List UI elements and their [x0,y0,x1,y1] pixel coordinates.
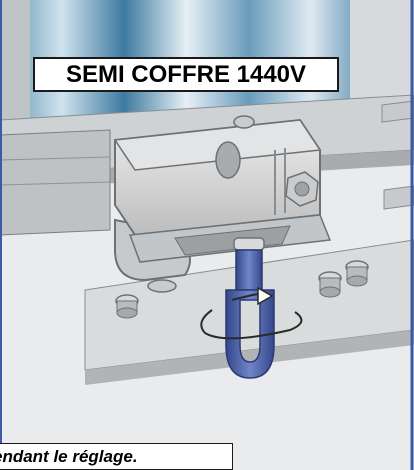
title-box: SEMI COFFRE 1440V [33,57,339,92]
caption-box: endant le réglage. [0,443,233,470]
plate-bolts [115,260,369,319]
side-profile [0,129,111,236]
rotation-arrow-icon [200,286,303,340]
caption-text: endant le réglage. [0,446,138,466]
hook-shaft [235,249,263,291]
ring-handle [225,289,275,379]
diagram-title: SEMI COFFRE 1440V [65,60,307,88]
